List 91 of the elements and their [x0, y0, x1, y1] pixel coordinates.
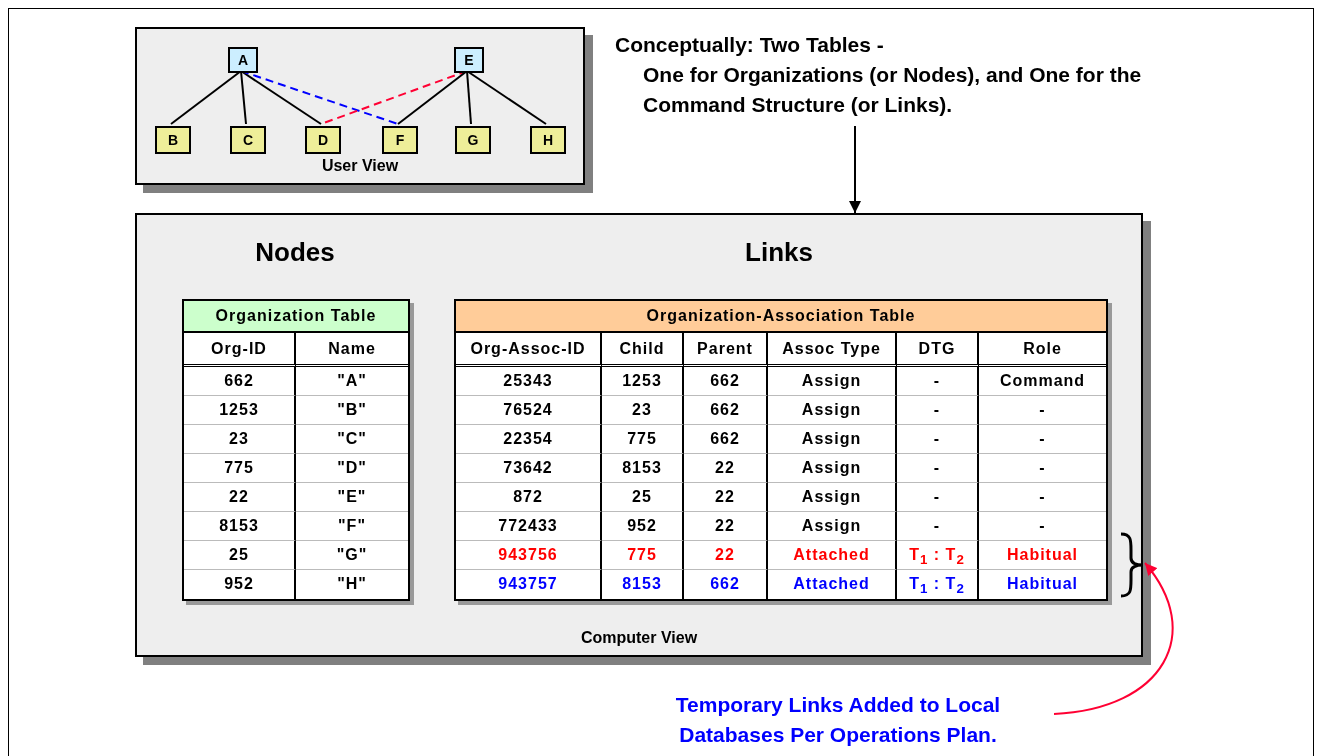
table-cell: 662 — [684, 570, 768, 599]
table-cell: - — [897, 454, 979, 483]
table-cell: - — [979, 483, 1106, 512]
table-cell: 943756 — [456, 541, 602, 570]
table-cell: - — [979, 425, 1106, 454]
table-cell: 23 — [602, 396, 684, 425]
table-cell: 73642 — [456, 454, 602, 483]
column-header: Role — [979, 333, 1106, 367]
table-cell: - — [897, 396, 979, 425]
table-cell: 23 — [184, 425, 296, 454]
org-box: C — [230, 126, 266, 154]
table-cell: 775 — [602, 425, 684, 454]
table-cell: 772433 — [456, 512, 602, 541]
table-cell: "D" — [296, 454, 408, 483]
section-heading: Nodes — [254, 237, 336, 269]
table-cell: 952 — [602, 512, 684, 541]
table-title: Organization-Association Table — [456, 301, 1106, 333]
table-cell: Assign — [768, 512, 897, 541]
table-cell: "F" — [296, 512, 408, 541]
table-cell: T$_{1}$ : T$_{2}$ — [897, 541, 979, 570]
org-box: A — [228, 47, 258, 73]
org-box: G — [455, 126, 491, 154]
table-cell: 662 — [184, 367, 296, 396]
table-cell: "A" — [296, 367, 408, 396]
heading-text: Conceptually: Two Tables - — [615, 32, 885, 58]
column-header: Name — [296, 333, 408, 367]
table-cell: - — [979, 512, 1106, 541]
table-cell: 872 — [456, 483, 602, 512]
table-cell: - — [897, 483, 979, 512]
table-title: Organization Table — [184, 301, 408, 333]
table-cell: 22 — [684, 454, 768, 483]
table-cell: "C" — [296, 425, 408, 454]
table-cell: Assign — [768, 396, 897, 425]
panel-caption: Computer View — [579, 629, 699, 648]
table-cell: 662 — [684, 425, 768, 454]
arrow — [849, 125, 861, 214]
table-cell: 1253 — [184, 396, 296, 425]
table-cell: 952 — [184, 570, 296, 599]
column-header: Assoc Type — [768, 333, 897, 367]
table-cell: Attached — [768, 570, 897, 599]
table-cell: Assign — [768, 367, 897, 396]
table-cell: Assign — [768, 454, 897, 483]
arrow — [1053, 562, 1174, 715]
table-cell: 8153 — [184, 512, 296, 541]
section-heading: Links — [744, 237, 814, 269]
table-cell: 25343 — [456, 367, 602, 396]
table-cell: Command — [979, 367, 1106, 396]
table-cell: Assign — [768, 425, 897, 454]
table-cell: - — [897, 425, 979, 454]
table-cell: 22 — [684, 541, 768, 570]
table-cell: Assign — [768, 483, 897, 512]
table-cell: 775 — [602, 541, 684, 570]
table-cell-text: "H" — [336, 574, 368, 594]
table-cell: "B" — [296, 396, 408, 425]
org-box: H — [530, 126, 566, 154]
note-text: Temporary Links Added to Local Databases Per Operations Plan. — [622, 690, 1054, 754]
table-cell: 775 — [184, 454, 296, 483]
table-cell: 25 — [602, 483, 684, 512]
heading-text: One for Organizations (or Nodes), and One for the Command Structure (or Links). — [643, 62, 1143, 118]
table-cell: 25 — [184, 541, 296, 570]
table-cell: - — [897, 367, 979, 396]
org-box: F — [382, 126, 418, 154]
org-box: D — [305, 126, 341, 154]
table-cell: Habitual — [979, 541, 1106, 570]
table-cell: 22 — [184, 483, 296, 512]
table-cell: 662 — [684, 367, 768, 396]
table-cell: 76524 — [456, 396, 602, 425]
panel-caption: User View — [320, 157, 400, 176]
table-cell: 22 — [684, 512, 768, 541]
table-cell-text: Habitual — [1005, 574, 1080, 594]
table-cell: 22 — [684, 483, 768, 512]
table-cell: 8153 — [602, 570, 684, 599]
table-cell: "G" — [296, 541, 408, 570]
table-cell: 662 — [684, 396, 768, 425]
table-cell: - — [979, 454, 1106, 483]
table-cell: Attached — [768, 541, 897, 570]
column-header: DTG — [897, 333, 979, 367]
table-cell: - — [897, 512, 979, 541]
table-cell: 8153 — [602, 454, 684, 483]
org-box: E — [454, 47, 484, 73]
table-cell: "E" — [296, 483, 408, 512]
column-header: Child — [602, 333, 684, 367]
table-cell: - — [979, 396, 1106, 425]
column-header: Parent — [684, 333, 768, 367]
table-cell: 943757 — [456, 570, 602, 599]
column-header: Org-ID — [184, 333, 296, 367]
table-cell: 22354 — [456, 425, 602, 454]
org-box: B — [155, 126, 191, 154]
table-cell: 1253 — [602, 367, 684, 396]
column-header: Org-Assoc-ID — [456, 333, 602, 367]
table-cell: T$_{1}$ : T$_{2}$ — [897, 570, 979, 599]
